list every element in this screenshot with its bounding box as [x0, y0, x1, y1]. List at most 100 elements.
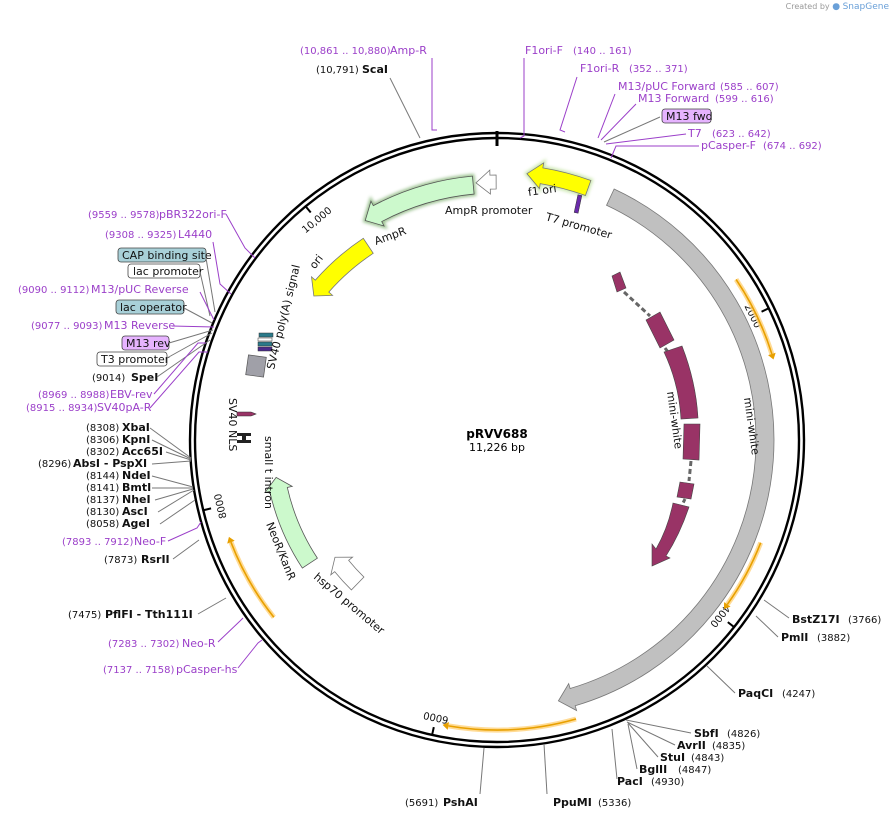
backbone — [188, 131, 806, 749]
enzyme-pos: (9014) — [92, 373, 125, 384]
enzyme-name: StuI — [660, 751, 685, 764]
enzyme-pos: (10,791) — [316, 65, 359, 76]
primer-bind-4 — [230, 541, 275, 618]
primer-m13-forward: M13 Forward (599 .. 616) — [600, 92, 774, 141]
ampr-promoter-arrow — [475, 169, 497, 195]
tick-label: 6000 — [422, 709, 449, 725]
box-label: M13 rev — [126, 337, 171, 350]
primer-range: (8915 .. 8934) — [26, 403, 98, 414]
enzyme-pos: (5691) — [405, 798, 438, 809]
primer-sv40pa-r: (8915 .. 8934) SV40pA-R — [26, 351, 208, 414]
exon-5 — [676, 481, 695, 500]
ampr-label: AmpR — [373, 224, 409, 248]
sv40-nls-label: SV40 NLS — [226, 398, 239, 451]
primer-name: F1ori-R — [580, 62, 620, 75]
box-label: CAP binding site — [122, 249, 212, 262]
enzyme-pos: (8302) — [86, 447, 119, 458]
tick-mark — [304, 205, 312, 214]
enzyme-name: NdeI — [122, 469, 151, 482]
primer-range: (10,861 .. 10,880) — [300, 46, 391, 57]
primer-name: F1ori-F — [525, 44, 563, 57]
intron-2 — [663, 347, 670, 353]
box-m13-rev: M13 rev — [121, 329, 214, 351]
primer-name: T7 — [687, 127, 702, 140]
primer-range: (7283 .. 7302) — [108, 639, 180, 650]
primer-pcasper-f: pCasper-F (674 .. 692) — [610, 139, 822, 159]
primer-bind-2 — [726, 542, 762, 605]
primer-m13-reverse: (9077 .. 9093) M13 Reverse — [31, 319, 215, 332]
enzyme-pflfi-tth111i: (7475) PflFI - Tth111I — [68, 597, 227, 621]
sv40-polya-block — [245, 354, 267, 378]
primer-name: L4440 — [178, 228, 212, 241]
enzyme-ndei: (8144) NdeI — [86, 469, 194, 488]
enzyme-stui: StuI (4843) — [627, 722, 724, 764]
enzyme-name: KpnI — [122, 433, 150, 446]
enzyme-name: PflFI - Tth111I — [105, 608, 193, 621]
primer-range: (674 .. 692) — [763, 141, 822, 152]
enzyme-spei: (9014) SpeI — [92, 339, 211, 384]
exon-2 — [645, 311, 675, 349]
enzyme-pos: (8306) — [86, 435, 119, 446]
enzyme-name: SbfI — [694, 727, 719, 740]
mini-white-arrow — [557, 188, 775, 712]
enzyme-name: PacI — [617, 775, 643, 788]
primer-name: M13 fwd — [666, 110, 713, 123]
enzyme-name: BglII — [639, 763, 667, 776]
enzyme-bstz17i: BstZ17I (3766) — [763, 599, 881, 626]
enzyme-name: BstZ17I — [792, 613, 840, 626]
enzyme-scai: (10,791) ScaI — [316, 63, 421, 139]
enzyme-pos: (8308) — [86, 423, 119, 434]
enzyme-pos: (7475) — [68, 610, 101, 621]
enzyme-pos: (8144) — [86, 471, 119, 482]
primer-m13-puc-forward: M13/pUC Forward (585 .. 607) — [597, 80, 779, 139]
enzyme-bmti: (8141) BmtI — [86, 481, 193, 494]
enzyme-agei: (8058) AgeI — [86, 499, 196, 530]
ampr-arrow — [364, 175, 475, 227]
primer-name: Neo-R — [182, 637, 216, 650]
primer-name: pBR322ori-F — [159, 208, 227, 221]
primer-name: Amp-R — [390, 44, 427, 57]
primer-name: pCasper-F — [701, 139, 756, 152]
enzyme-pos: (4843) — [691, 753, 724, 764]
exon-3 — [663, 345, 699, 420]
credit-prefix: Created by — [785, 2, 830, 11]
enzyme-pos: (8137) — [86, 495, 119, 506]
enzyme-kpni: (8306) KpnI — [86, 433, 192, 460]
enzyme-ppumi: PpuMI (5336) — [543, 743, 631, 809]
exon-1 — [611, 271, 627, 293]
cap-site-glyph — [257, 341, 273, 347]
enzyme-name: PaqCI — [738, 687, 773, 700]
primer-name: EBV-rev — [110, 388, 153, 401]
lac-promoter-glyph — [257, 337, 273, 342]
enzyme-pos: (4930) — [651, 777, 684, 788]
exon-6-arrow — [651, 502, 690, 567]
enzyme-bglii: BglII (4847) — [627, 723, 711, 776]
snapgene-logo-icon: ● — [832, 2, 841, 12]
primer-f1ori-f: F1ori-F (140 .. 161) — [519, 44, 632, 139]
primer-ebv-rev: (8969 .. 8988) EBV-rev — [38, 342, 206, 401]
plasmid-name: pRVV688 — [466, 427, 527, 441]
enzyme-xbai: (8308) XbaI — [86, 421, 192, 459]
enzyme-pos: (4247) — [782, 689, 815, 700]
enzyme-pmli: PmlI (3882) — [755, 615, 850, 644]
box-label: lac operator — [120, 301, 187, 314]
primer-range: (352 .. 371) — [629, 64, 688, 75]
snapgene-credit: Created by ● SnapGene — [786, 2, 889, 12]
sv40-glyphs — [236, 194, 583, 443]
enzyme-name: NheI — [122, 493, 151, 506]
enzyme-pos: (8130) — [86, 507, 119, 518]
mini-white-exons — [611, 271, 701, 567]
ampr-promoter-label: AmpR promoter — [445, 204, 533, 217]
t7-promoter-glyph — [573, 194, 583, 214]
primer-range: (9308 .. 9325) — [105, 230, 177, 241]
enzyme-pos: (8141) — [86, 483, 119, 494]
enzyme-absi-pspxi: (8296) AbsI - PspXI — [38, 457, 192, 470]
primer-range: (7137 .. 7158) — [103, 665, 175, 676]
tick-mark — [431, 726, 435, 736]
sv40-polya-label: SV40 poly(A) signal — [264, 263, 303, 370]
enzyme-pos: (4826) — [727, 729, 760, 740]
enzyme-nhei: (8137) NheI — [86, 488, 194, 506]
credit-brand: SnapGene — [842, 2, 889, 12]
enzyme-pos: (4847) — [678, 765, 711, 776]
